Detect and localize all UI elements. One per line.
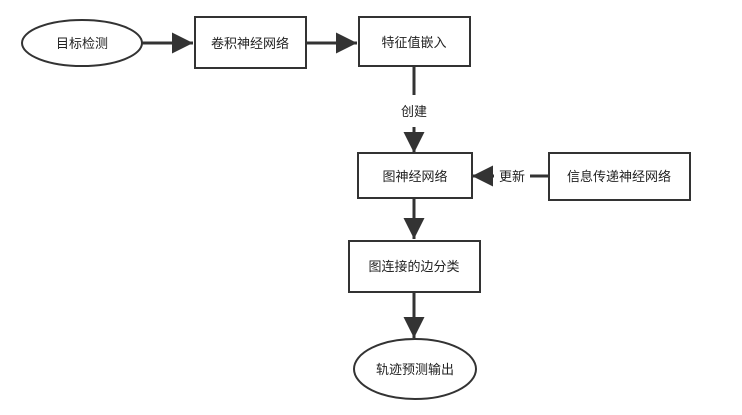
node-trajectory-output: 轨迹预测输出 <box>353 338 477 400</box>
node-edge-classification-shape <box>348 240 481 293</box>
node-mpnn-label: 信息传递神经网络 <box>567 169 671 185</box>
node-gnn: 图神经网络 <box>357 152 473 199</box>
node-trajectory-output-label: 轨迹预测输出 <box>376 362 454 378</box>
node-gnn-shape <box>357 152 473 199</box>
node-edge-classification: 图连接的边分类 <box>348 240 481 293</box>
edge-label-update: 更新 <box>499 169 525 185</box>
node-detection-label: 目标检测 <box>56 37 108 52</box>
node-mpnn: 信息传递神经网络 <box>548 152 691 201</box>
node-cnn: 卷积神经网络 <box>194 16 307 69</box>
node-detection-shape <box>21 19 143 67</box>
node-feature-embedding-label: 特征值嵌入 <box>381 35 446 51</box>
node-trajectory-output-shape <box>353 338 477 400</box>
edges <box>141 32 549 338</box>
node-cnn-label: 卷积神经网络 <box>211 36 289 52</box>
node-cnn-shape <box>194 16 307 69</box>
node-detection: 目标检测 <box>21 19 143 67</box>
node-feature-embedding-shape <box>358 16 471 67</box>
node-gnn-label: 图神经网络 <box>382 169 447 185</box>
edge-label-create: 创建 <box>401 105 427 120</box>
node-feature-embedding: 特征值嵌入 <box>358 16 471 67</box>
node-mpnn-shape <box>548 152 691 201</box>
node-edge-classification-label: 图连接的边分类 <box>368 259 459 275</box>
